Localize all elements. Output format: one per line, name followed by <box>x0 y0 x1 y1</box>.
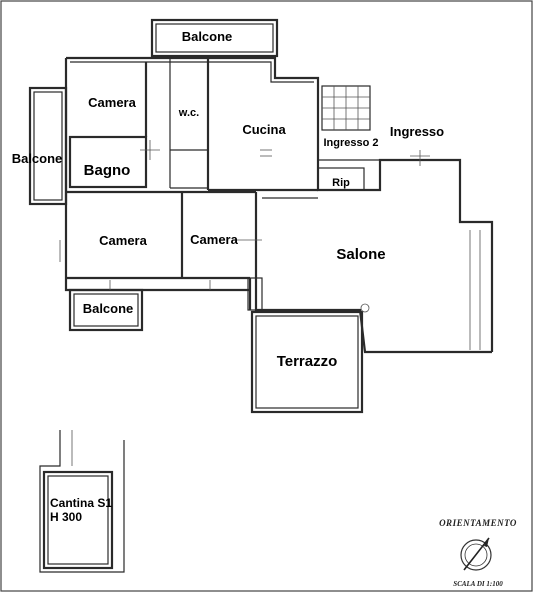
label-cucina: Cucina <box>242 122 286 137</box>
scale-label: SCALA DI 1:100 <box>453 580 503 588</box>
cantina-walls <box>39 430 125 573</box>
label-balcone-top: Balcone <box>182 29 233 44</box>
label-rip: Rip <box>332 177 350 189</box>
stairs <box>321 85 371 131</box>
label-terrazzo: Terrazzo <box>277 353 338 370</box>
orientation-label: ORIENTAMENTO <box>439 518 517 528</box>
label-bagno: Bagno <box>84 162 131 179</box>
label-camera-2: Camera <box>99 233 147 248</box>
apartment-walls <box>28 18 494 414</box>
compass-icon <box>460 537 492 571</box>
label-camera-3: Camera <box>190 232 238 247</box>
label-ingresso-2: Ingresso 2 <box>323 137 378 149</box>
label-cantina-height: H 300 <box>50 510 82 524</box>
label-ingresso: Ingresso <box>390 124 444 139</box>
label-salone: Salone <box>336 246 385 263</box>
label-cantina: Cantina S1 <box>50 496 112 510</box>
label-balcone-left: Balcone <box>12 151 63 166</box>
label-camera-1: Camera <box>88 95 136 110</box>
label-wc: w.c. <box>178 107 199 119</box>
label-balcone-bottom: Balcone <box>83 301 134 316</box>
